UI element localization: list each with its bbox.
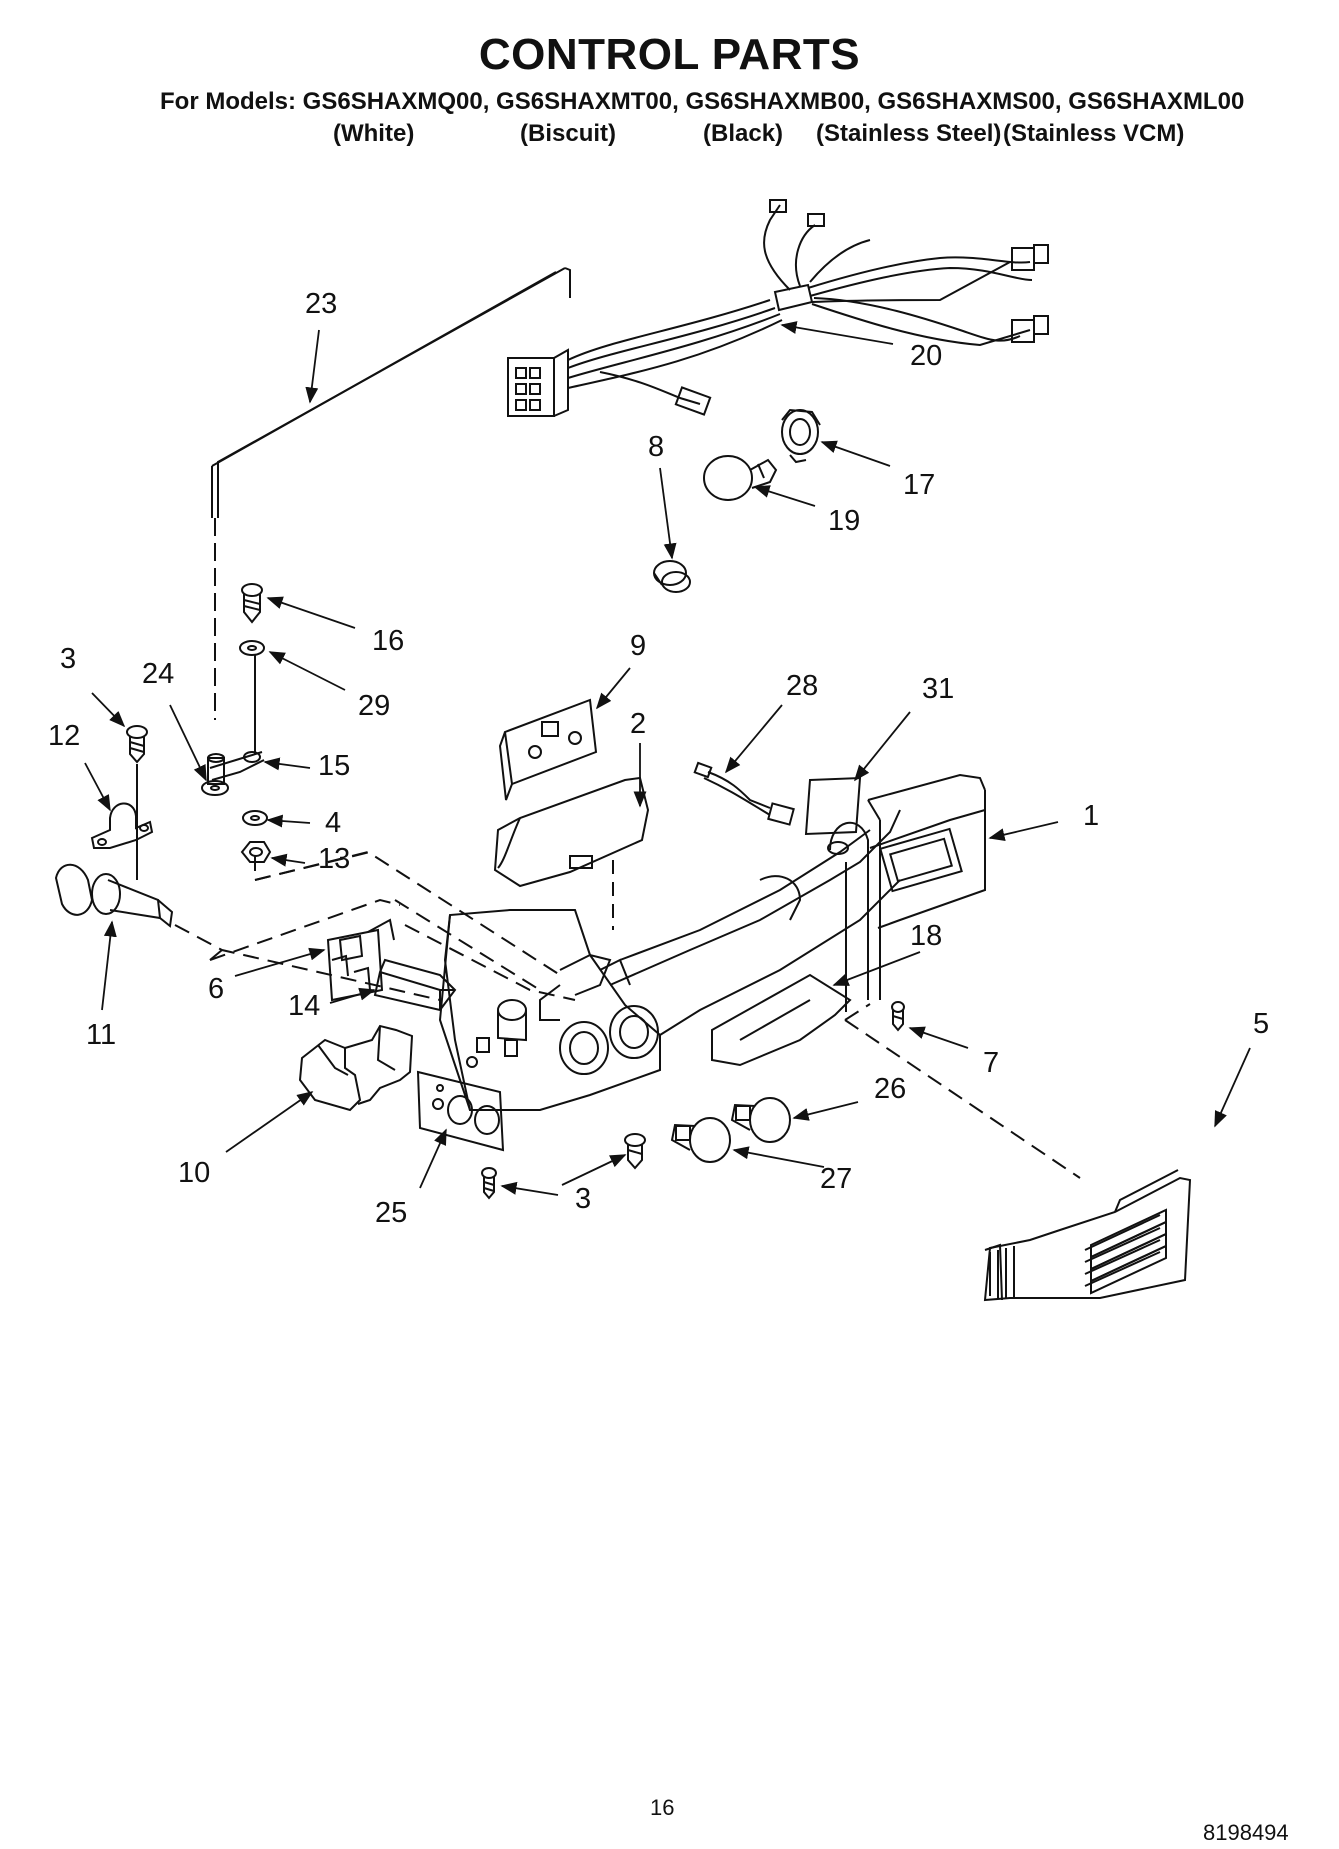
harness-part-28 — [693, 761, 795, 826]
socket-part-17 — [781, 408, 821, 464]
insulation-part-18 — [711, 973, 852, 1067]
callout-28: 28 — [786, 670, 818, 702]
bracket-part-10 — [298, 1024, 414, 1112]
leader-24 — [169, 704, 207, 782]
leader-5 — [1214, 1047, 1251, 1128]
leader-31 — [853, 711, 911, 782]
screw-part-25-fastener — [481, 1167, 497, 1200]
leader-10 — [225, 1091, 314, 1153]
leader-18 — [832, 951, 921, 986]
document-number: 8198494 — [1203, 1820, 1289, 1845]
callout-19: 19 — [828, 505, 860, 537]
variant-stainless-vcm: (Stainless VCM) — [1003, 120, 1185, 147]
leader-9 — [595, 667, 631, 710]
leader-16 — [266, 596, 356, 629]
linkage-part-15 — [207, 655, 265, 785]
callout-10: 10 — [178, 1157, 210, 1189]
leader-4 — [266, 814, 311, 828]
callout-3-upper: 3 — [60, 643, 76, 675]
callout-5: 5 — [1253, 1008, 1269, 1040]
washer-part-29 — [239, 640, 265, 656]
callout-9: 9 — [630, 630, 646, 662]
leader-8 — [659, 467, 677, 560]
callout-7: 7 — [983, 1047, 999, 1079]
leader-17 — [820, 440, 891, 467]
callout-20: 20 — [910, 340, 942, 372]
callout-2: 2 — [630, 708, 646, 740]
callout-27: 27 — [820, 1163, 852, 1195]
housing-part-1 — [438, 773, 986, 1111]
leader-12 — [84, 762, 111, 812]
screw-part-3-upper — [126, 725, 148, 880]
insulation-part-2 — [493, 776, 650, 930]
switch-part-6 — [326, 918, 395, 1002]
leader-23 — [305, 329, 320, 404]
washer-part-24 — [201, 780, 229, 796]
bulb-part-19 — [703, 455, 778, 501]
leader-7 — [908, 1026, 969, 1049]
callout-15: 15 — [318, 750, 350, 782]
cap-part-8 — [653, 560, 691, 593]
shaft-part-11 — [54, 863, 174, 928]
callout-18: 18 — [910, 920, 942, 952]
model-list: For Models: GS6SHAXMQ00, GS6SHAXMT00, GS… — [160, 88, 1245, 115]
callout-17: 17 — [903, 469, 935, 501]
leader-27 — [732, 1146, 825, 1168]
callout-6: 6 — [208, 973, 224, 1005]
callout-31: 31 — [922, 673, 954, 705]
leader-14 — [329, 987, 376, 1004]
page-title: CONTROL PARTS — [478, 30, 861, 79]
callout-26: 26 — [874, 1073, 906, 1105]
leader-19 — [753, 485, 816, 507]
leader-15 — [263, 757, 311, 771]
callout-1: 1 — [1083, 800, 1099, 832]
washer-part-4 — [242, 810, 268, 826]
wire-harness-part-20 — [507, 199, 1049, 417]
leader-29 — [268, 651, 346, 691]
variant-biscuit: (Biscuit) — [520, 120, 616, 147]
knob-part-27 — [670, 1117, 731, 1163]
leader-3-lower — [561, 1154, 627, 1186]
knob-part-26 — [730, 1097, 791, 1143]
pad-part-31 — [804, 776, 862, 836]
callout-8: 8 — [648, 431, 664, 463]
leader-3-upper — [91, 692, 126, 728]
leader-3-fastener — [500, 1181, 559, 1196]
clamp-part-12 — [90, 802, 154, 849]
callout-14: 14 — [288, 990, 320, 1022]
leader-13 — [270, 853, 306, 867]
leader-25 — [419, 1128, 447, 1189]
callout-11: 11 — [86, 1019, 116, 1051]
screw-part-16 — [241, 583, 263, 624]
callout-16: 16 — [372, 625, 404, 657]
screw-part-7 — [891, 1001, 905, 1032]
leader-26 — [792, 1101, 859, 1121]
callout-13: 13 — [318, 843, 350, 875]
callout-29: 29 — [358, 690, 390, 722]
callout-12: 12 — [48, 720, 80, 752]
overlay-part-25 — [416, 1070, 505, 1152]
leader-20 — [780, 321, 894, 345]
leader-28 — [724, 704, 783, 774]
panel-part-9 — [498, 698, 598, 801]
leader-11 — [101, 920, 117, 1011]
callout-25: 25 — [375, 1197, 407, 1229]
callout-23: 23 — [305, 288, 337, 320]
screw-part-3-lower — [624, 1133, 646, 1170]
leader-6 — [234, 947, 326, 977]
grille-part-5 — [983, 1169, 1192, 1302]
variant-black: (Black) — [703, 120, 784, 147]
callout-24: 24 — [142, 658, 174, 690]
page-number: 16 — [650, 1795, 675, 1820]
variant-white: (White) — [333, 120, 415, 147]
variant-stainless-steel: (Stainless Steel) — [816, 120, 1002, 147]
assembly-dashed-lines — [174, 518, 1081, 1179]
callout-4: 4 — [325, 807, 341, 839]
callout-3-lower: 3 — [575, 1183, 591, 1215]
leader-1 — [988, 821, 1059, 841]
